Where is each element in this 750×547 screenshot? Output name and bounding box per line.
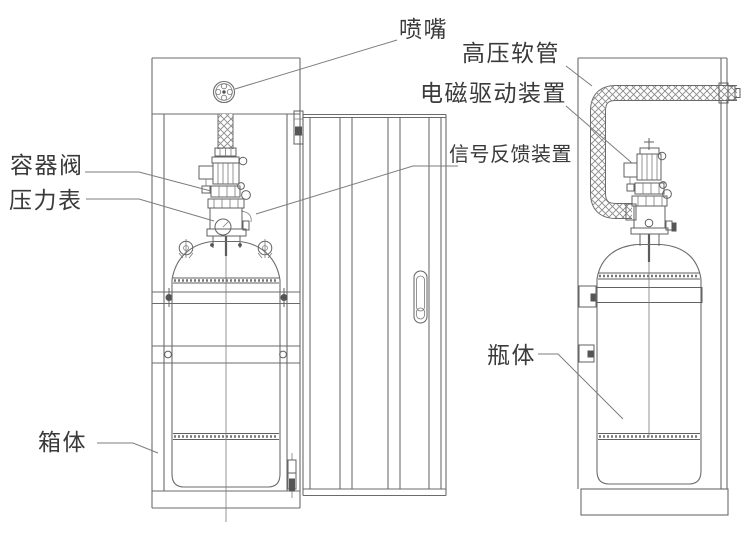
label-signal-feedback: 信号反馈装置 xyxy=(449,143,572,166)
leader-pressure-gauge xyxy=(86,198,215,222)
cabinet-side-view xyxy=(577,57,741,516)
label-container-valve: 容器阀 xyxy=(10,152,84,178)
signal-feedback-device-side xyxy=(665,220,677,232)
wall-fitting xyxy=(718,82,741,104)
label-pressure-gauge: 压力表 xyxy=(9,187,83,213)
cabinet-door xyxy=(302,113,447,497)
wall-bracket-upper xyxy=(578,285,597,308)
leader-lines xyxy=(85,39,633,454)
label-cylinder-body: 瓶体 xyxy=(487,342,536,368)
leader-nozzle xyxy=(234,39,398,90)
leader-solenoid-drive xyxy=(565,105,633,164)
label-high-pressure-hose: 高压软管 xyxy=(462,40,560,66)
cabinet-front-view xyxy=(151,57,447,522)
pressure-gauge-symbol xyxy=(214,218,232,236)
valve-assembly-side xyxy=(623,138,677,262)
cabinet-frame xyxy=(151,57,301,509)
label-nozzle: 喷嘴 xyxy=(399,16,448,42)
text-labels: 喷嘴 高压软管 电磁驱动装置 信号反馈装置 容器阀 压力表 箱体 瓶体 xyxy=(9,16,572,455)
leader-cylinder-body xyxy=(538,353,624,420)
nozzle-symbol xyxy=(212,80,236,104)
lifting-lug-right xyxy=(257,239,273,259)
leader-container-valve xyxy=(85,171,212,192)
door-hinge-bottom xyxy=(287,453,297,498)
solenoid-drive-device xyxy=(623,162,638,192)
container-valve-assembly xyxy=(198,147,252,256)
leader-high-pressure-hose xyxy=(565,65,593,87)
lifting-lug-left xyxy=(178,239,194,259)
high-pressure-hose xyxy=(590,82,741,219)
door-hinge-top xyxy=(293,110,304,145)
cylinder-side xyxy=(595,243,703,485)
label-solenoid-drive: 电磁驱动装置 xyxy=(420,80,567,106)
leader-cabinet-body xyxy=(97,442,159,454)
label-cabinet-body: 箱体 xyxy=(38,429,87,455)
cylinder-front xyxy=(171,239,281,522)
side-panel xyxy=(577,57,729,516)
door-handle xyxy=(413,270,428,324)
wall-bracket-lower xyxy=(578,344,595,363)
leader-signal-feedback xyxy=(255,165,458,215)
